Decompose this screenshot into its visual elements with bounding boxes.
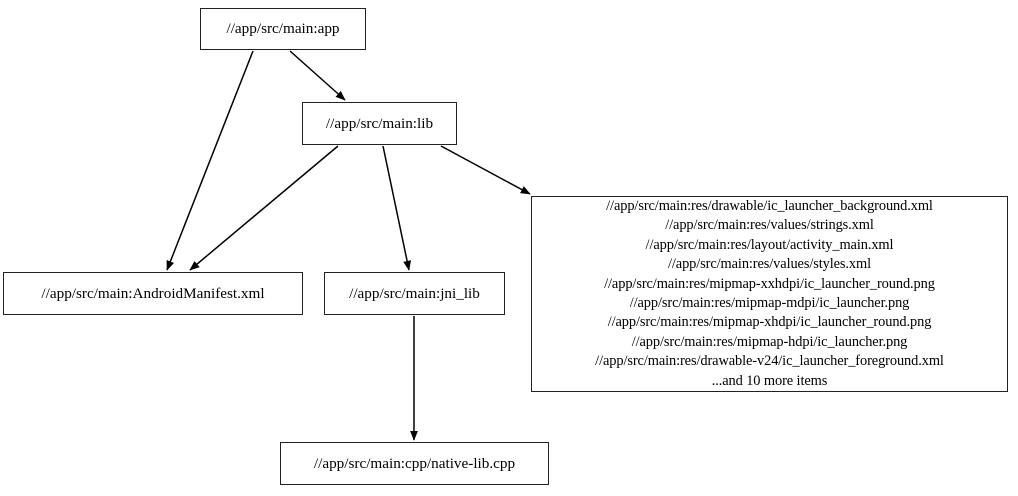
node-jni-lib[interactable]: //app/src/main:jni_lib [324,272,505,315]
node-res-group-label: //app/src/main:res/drawable/ic_launcher_… [595,197,944,389]
node-lib[interactable]: //app/src/main:lib [302,102,457,145]
node-android-manifest-label: //app/src/main:AndroidManifest.xml [41,284,265,302]
node-res-group[interactable]: //app/src/main:res/drawable/ic_launcher_… [531,196,1008,392]
node-app-label: //app/src/main:app [226,20,340,38]
node-app[interactable]: //app/src/main:app [200,8,366,50]
edge-lib-to-res [440,145,531,195]
node-android-manifest[interactable]: //app/src/main:AndroidManifest.xml [3,272,303,315]
edge-app-to-manifest [166,50,254,271]
node-native-lib-cpp-label: //app/src/main:cpp/native-lib.cpp [313,454,516,472]
edge-lib-to-jni-lib [382,145,412,271]
edge-app-to-lib [289,50,346,101]
node-jni-lib-label: //app/src/main:jni_lib [349,284,480,302]
node-native-lib-cpp[interactable]: //app/src/main:cpp/native-lib.cpp [280,442,549,485]
node-lib-label: //app/src/main:lib [325,114,434,132]
edge-lib-to-manifest [189,145,339,271]
